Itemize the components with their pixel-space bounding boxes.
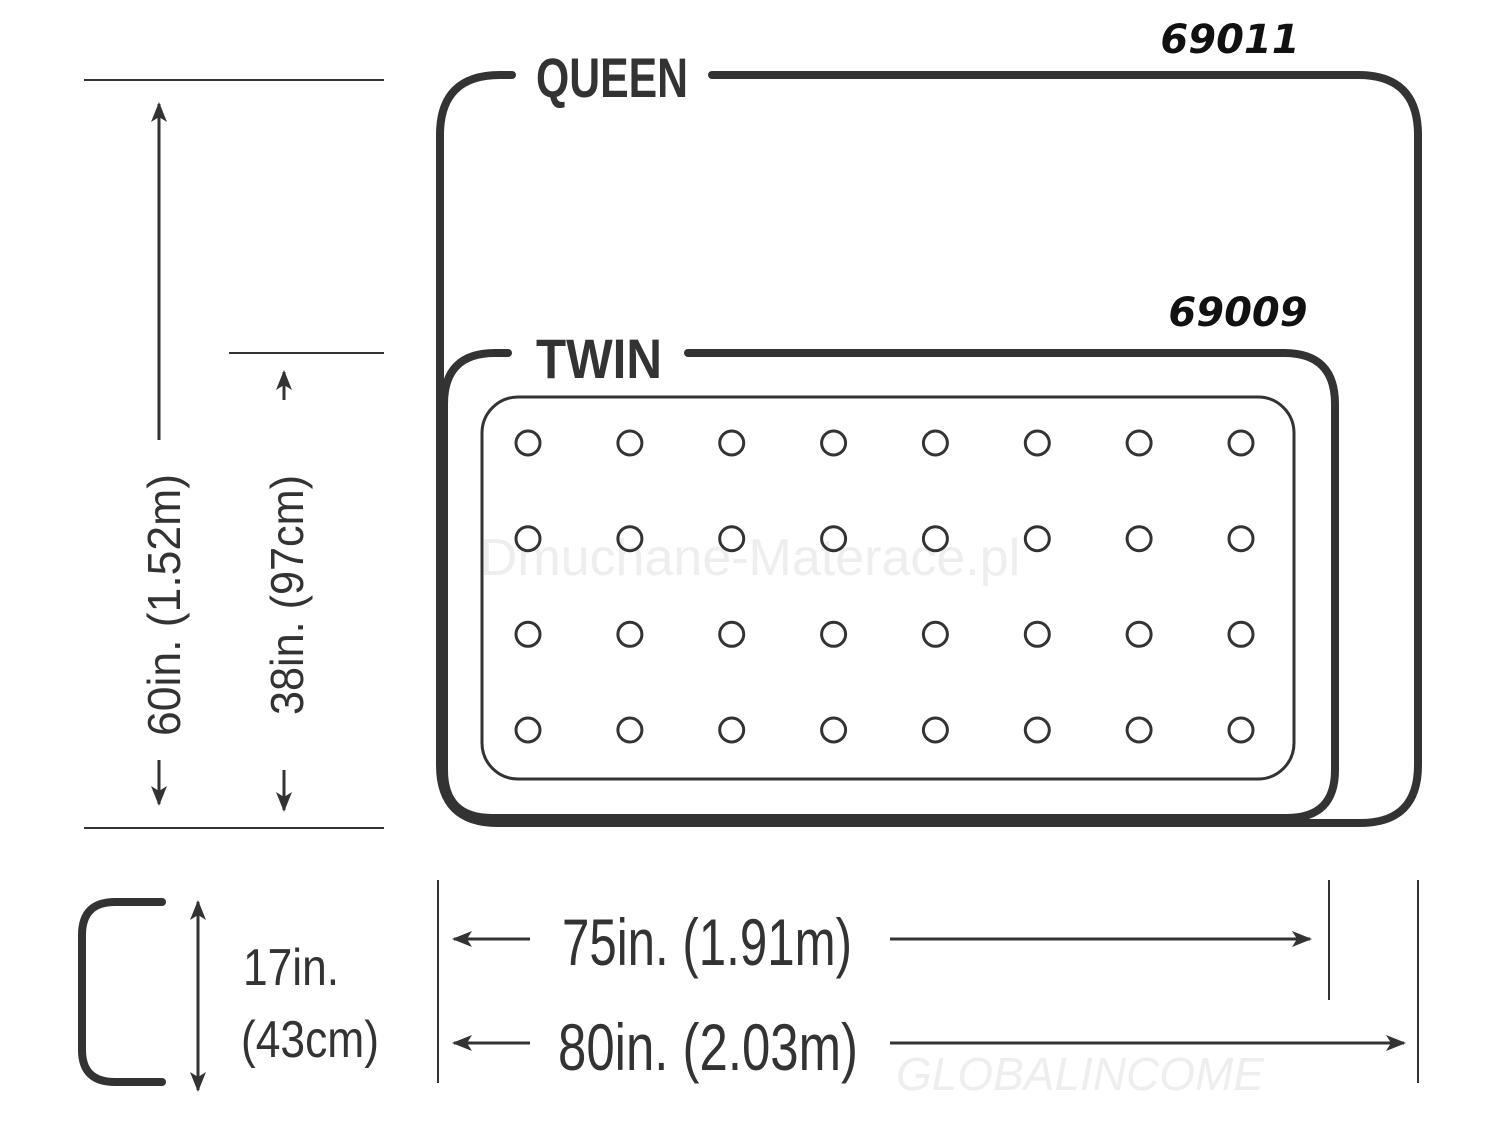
coil-circle [1125, 716, 1153, 744]
coil-circle [1023, 429, 1051, 457]
coil-circle [718, 429, 746, 457]
coil-circle [718, 620, 746, 648]
coil-circle [1023, 716, 1051, 744]
coil-circle [1125, 620, 1153, 648]
twin-label: TWIN [536, 327, 662, 390]
quilted-panel [480, 395, 1296, 781]
twin-width-label: 38in. (97cm) [261, 475, 313, 715]
coil-circle [514, 716, 542, 744]
coil-circle [718, 716, 746, 744]
coil-circle [921, 716, 949, 744]
height-profile-bracket [78, 898, 166, 1086]
coil-circle [820, 716, 848, 744]
coil-circle [820, 525, 848, 553]
queen-width-label: 60in. (1.52m) [138, 474, 190, 736]
coil-circle [616, 429, 644, 457]
coil-grid [514, 429, 1255, 744]
queen-label: QUEEN [536, 46, 688, 109]
watermark-bottom: GLOBALINCOME [896, 1048, 1265, 1100]
coil-circle [1227, 716, 1255, 744]
coil-circle [921, 429, 949, 457]
queen-mattress-outline [436, 71, 1422, 827]
queen-length-label: 80in. (2.03m) [558, 1010, 858, 1084]
height-label-inches: 17in. [243, 939, 339, 997]
coil-circle [514, 525, 542, 553]
twin-model-number: 69009 [1168, 290, 1307, 336]
coil-circle [820, 429, 848, 457]
twin-mattress-outline [440, 349, 1339, 822]
coil-circle [1125, 525, 1153, 553]
coil-circle [921, 525, 949, 553]
coil-circle [1023, 525, 1051, 553]
twin-length-label: 75in. (1.91m) [562, 905, 852, 979]
coil-circle [514, 620, 542, 648]
coil-circle [616, 716, 644, 744]
coil-circle [616, 525, 644, 553]
coil-circle [718, 525, 746, 553]
coil-circle [1023, 620, 1051, 648]
height-label-cm: (43cm) [241, 1011, 379, 1069]
queen-model-number: 69011 [1160, 17, 1299, 63]
coil-circle [820, 620, 848, 648]
coil-circle [1227, 429, 1255, 457]
coil-circle [1227, 525, 1255, 553]
coil-circle [921, 620, 949, 648]
coil-circle [514, 429, 542, 457]
coil-circle [616, 620, 644, 648]
coil-circle [1227, 620, 1255, 648]
watermark-center: Dmuchane-Materace.pl [480, 529, 1020, 587]
coil-circle [1125, 429, 1153, 457]
